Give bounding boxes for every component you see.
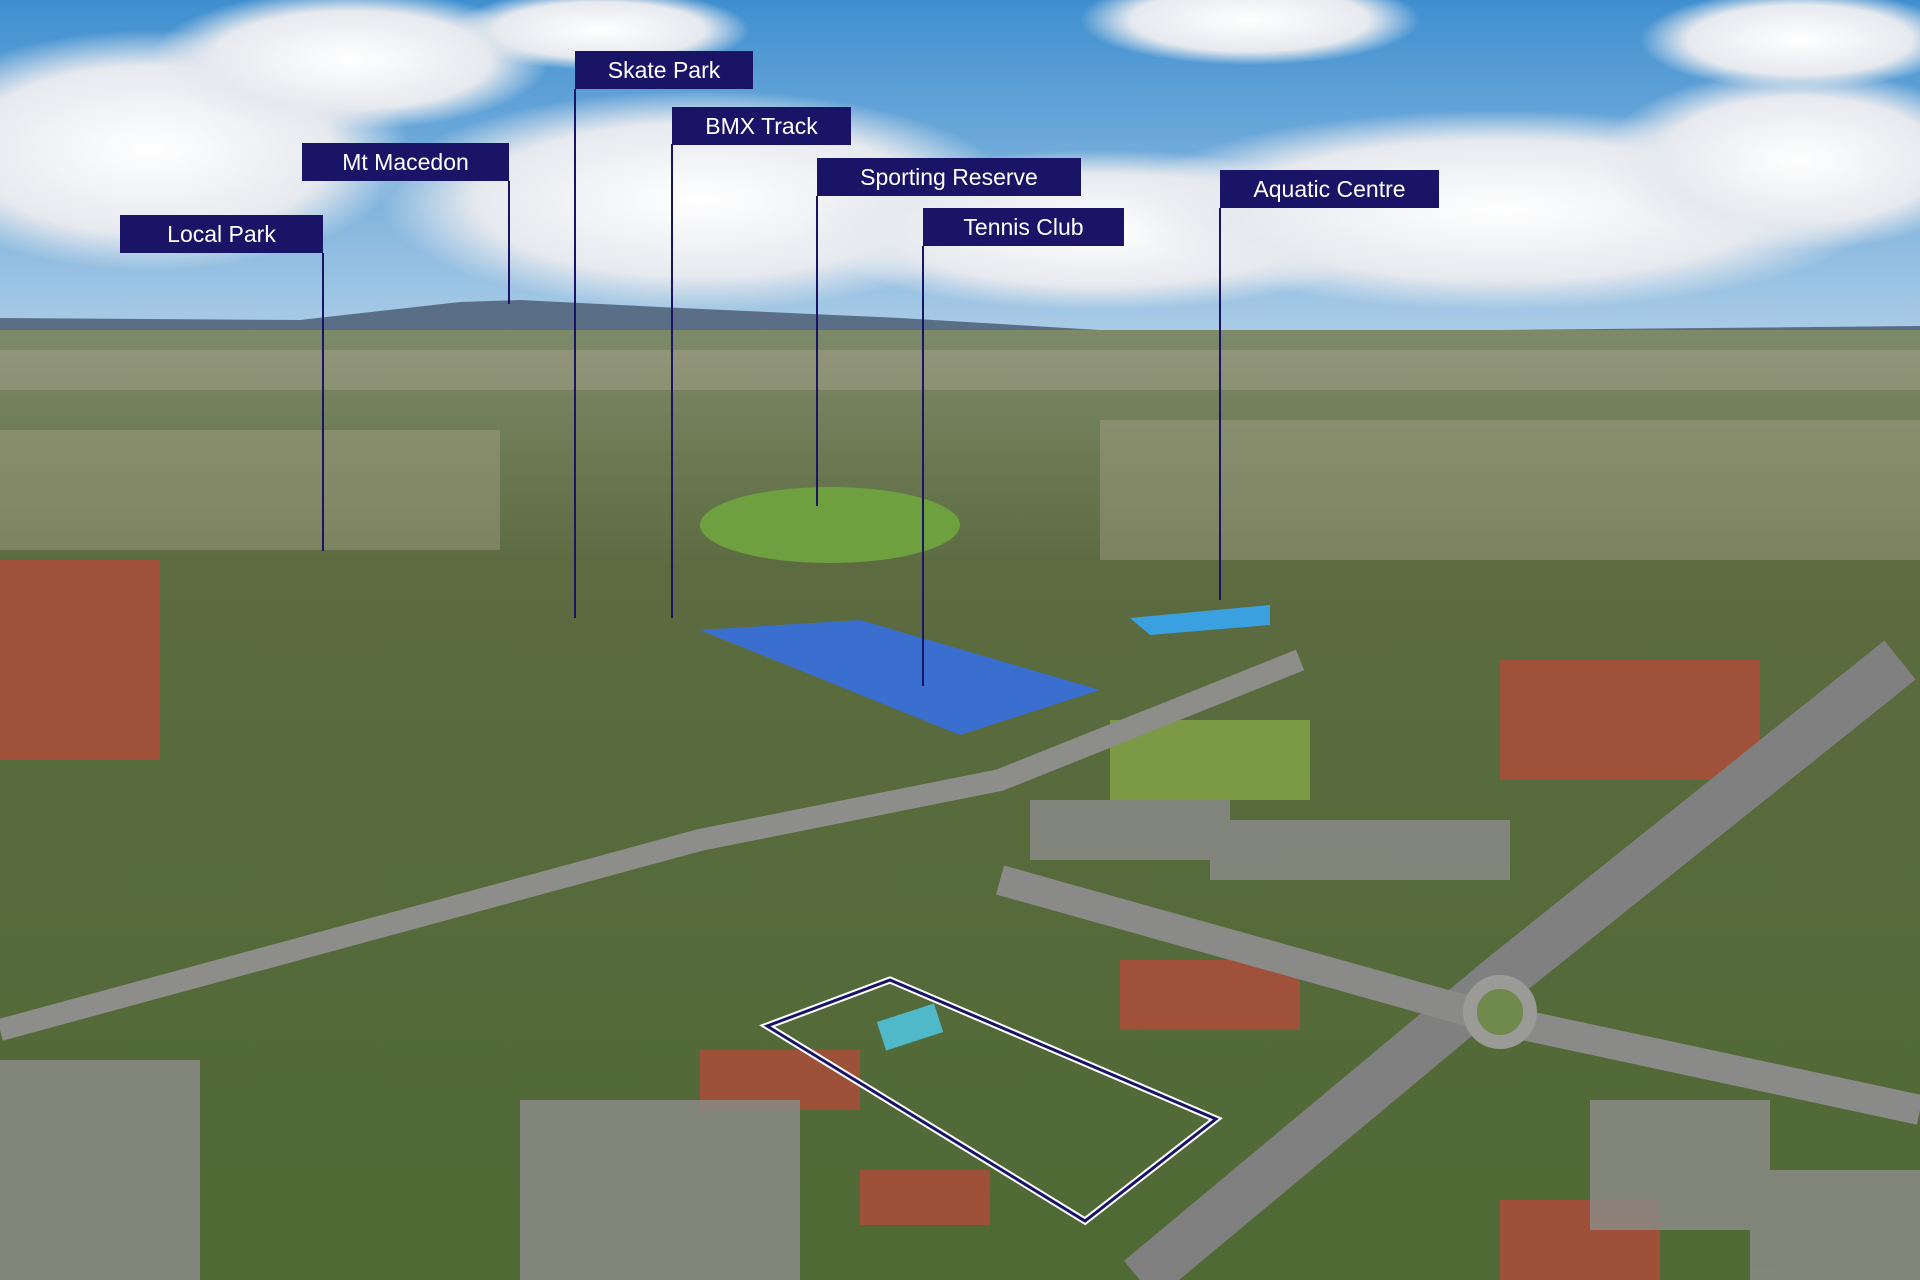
bmx-track-leader-line [671,144,673,618]
label-mt-macedon: Mt Macedon [302,143,509,181]
label-bmx-track: BMX Track [672,107,851,145]
roundabout [1463,975,1537,1049]
label-skate-park: Skate Park [575,51,753,89]
property-pool [876,1003,944,1051]
label-local-park: Local Park [120,215,323,253]
roofs [0,560,1760,1280]
label-tennis-club: Tennis Club [923,208,1124,246]
mt-macedon-leader-line [508,181,510,304]
tennis-courts [700,620,1100,735]
tennis-club-leader-line [922,246,924,686]
label-aquatic-centre: Aquatic Centre [1220,170,1439,208]
aquatic-centre-leader-line [1219,208,1221,600]
label-sporting-reserve: Sporting Reserve [817,158,1081,196]
roofs-grey [0,800,1920,1280]
road [0,649,1305,1041]
sporting-reserve-leader-line [816,196,818,506]
suburb-texture [0,350,1920,560]
aquatic-centre-pool [1130,605,1270,635]
local-park-leader-line [322,253,324,551]
clouds [0,0,1920,310]
property-outline-inner [763,978,1219,1223]
skate-park-leader-line [574,89,576,618]
sports-oval [700,487,960,563]
